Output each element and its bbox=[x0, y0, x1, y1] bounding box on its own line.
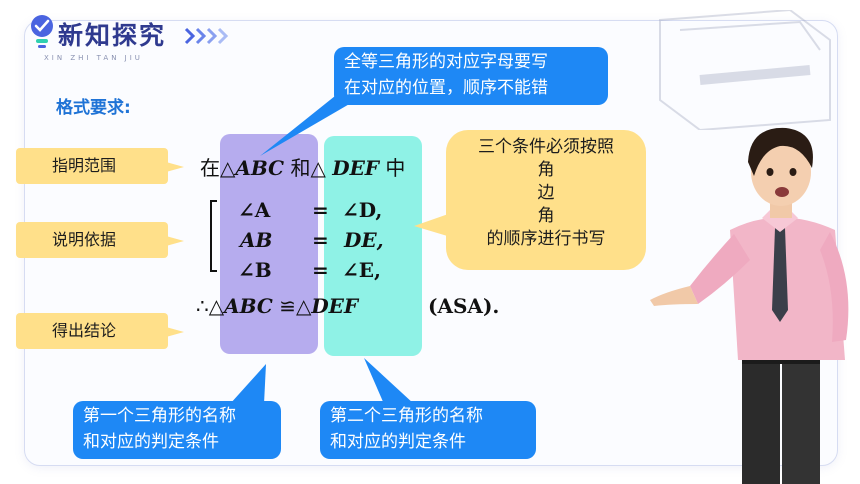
bottom-left-callout-line-2: 和对应的判定条件 bbox=[83, 432, 219, 452]
condition-2-left: AB bbox=[240, 228, 273, 252]
right-callout: 三个条件必须按照 角 边 角 的顺序进行书写 bbox=[446, 130, 646, 270]
right-callout-line-1: 三个条件必须按照 bbox=[478, 137, 614, 157]
conclusion-line: ∴△ABC ≌△DEF bbox=[196, 294, 358, 318]
teacher-illustration bbox=[650, 127, 849, 484]
top-callout-tail bbox=[260, 92, 370, 156]
tag-conclusion: 得出结论 bbox=[16, 313, 184, 349]
bottom-left-callout: 第一个三角形的名称 和对应的判定条件 bbox=[73, 401, 281, 459]
right-callout-line-5: 的顺序进行书写 bbox=[486, 229, 606, 249]
condition-1-left: ∠A bbox=[238, 198, 271, 222]
top-callout-line-1: 全等三角形的对应字母要写 bbox=[344, 52, 548, 72]
right-callout-tail bbox=[414, 212, 454, 238]
condition-3-left: ∠B bbox=[238, 258, 272, 282]
top-callout-line-2: 在对应的位置，顺序不能错 bbox=[344, 78, 548, 98]
bottom-right-callout-line-2: 和对应的判定条件 bbox=[330, 432, 466, 452]
lightbulb-icon bbox=[31, 15, 53, 48]
first-triangle-column bbox=[220, 134, 318, 354]
tag-scope: 指明范围 bbox=[16, 148, 184, 184]
bottom-right-callout-line-1: 第二个三角形的名称 bbox=[330, 406, 483, 426]
condition-3-eq: = bbox=[312, 258, 329, 282]
statement-line: 在△ABC 和△ DEF 中 bbox=[200, 152, 405, 181]
reason-asa: (ASA). bbox=[428, 294, 500, 318]
bottom-left-callout-line-1: 第一个三角形的名称 bbox=[83, 406, 236, 426]
condition-1-right: ∠D, bbox=[342, 198, 383, 222]
chevron-right-icon bbox=[184, 27, 229, 45]
right-callout-line-4: 角 bbox=[537, 206, 555, 226]
triangle-abc: ABC bbox=[235, 156, 285, 180]
page-subtitle: XIN ZHI TAN JIU bbox=[44, 54, 143, 62]
right-callout-line-3: 边 bbox=[537, 183, 555, 203]
congruent-symbol: ≌△ bbox=[272, 294, 312, 318]
math-book-decoration bbox=[659, 10, 831, 130]
top-callout: 全等三角形的对应字母要写 在对应的位置，顺序不能错 bbox=[334, 47, 608, 105]
statement-and: 和△ bbox=[284, 156, 333, 180]
bottom-left-callout-tail bbox=[230, 364, 266, 404]
condition-2-eq: = bbox=[312, 228, 329, 252]
brace-bracket bbox=[210, 200, 217, 272]
second-triangle-column bbox=[324, 136, 422, 356]
bottom-right-callout: 第二个三角形的名称 和对应的判定条件 bbox=[320, 401, 536, 459]
condition-3-right: ∠E, bbox=[342, 258, 381, 282]
conclusion-abc: ABC bbox=[224, 294, 273, 318]
conclusion-def: DEF bbox=[311, 294, 359, 318]
tag-basis: 说明依据 bbox=[16, 222, 184, 258]
triangle-symbol: △ bbox=[220, 156, 236, 180]
right-callout-line-2: 角 bbox=[537, 160, 555, 180]
triangle-def: DEF bbox=[332, 156, 380, 180]
statement-in: 在 bbox=[200, 156, 220, 180]
condition-2-right: DE, bbox=[344, 228, 384, 252]
format-requirement-label: 格式要求: bbox=[56, 98, 131, 118]
statement-zhong: 中 bbox=[379, 156, 406, 180]
therefore-symbol: ∴△ bbox=[196, 294, 225, 318]
condition-1-eq: = bbox=[312, 198, 329, 222]
bottom-right-callout-tail bbox=[364, 358, 414, 404]
page-title: 新知探究 bbox=[58, 21, 167, 50]
